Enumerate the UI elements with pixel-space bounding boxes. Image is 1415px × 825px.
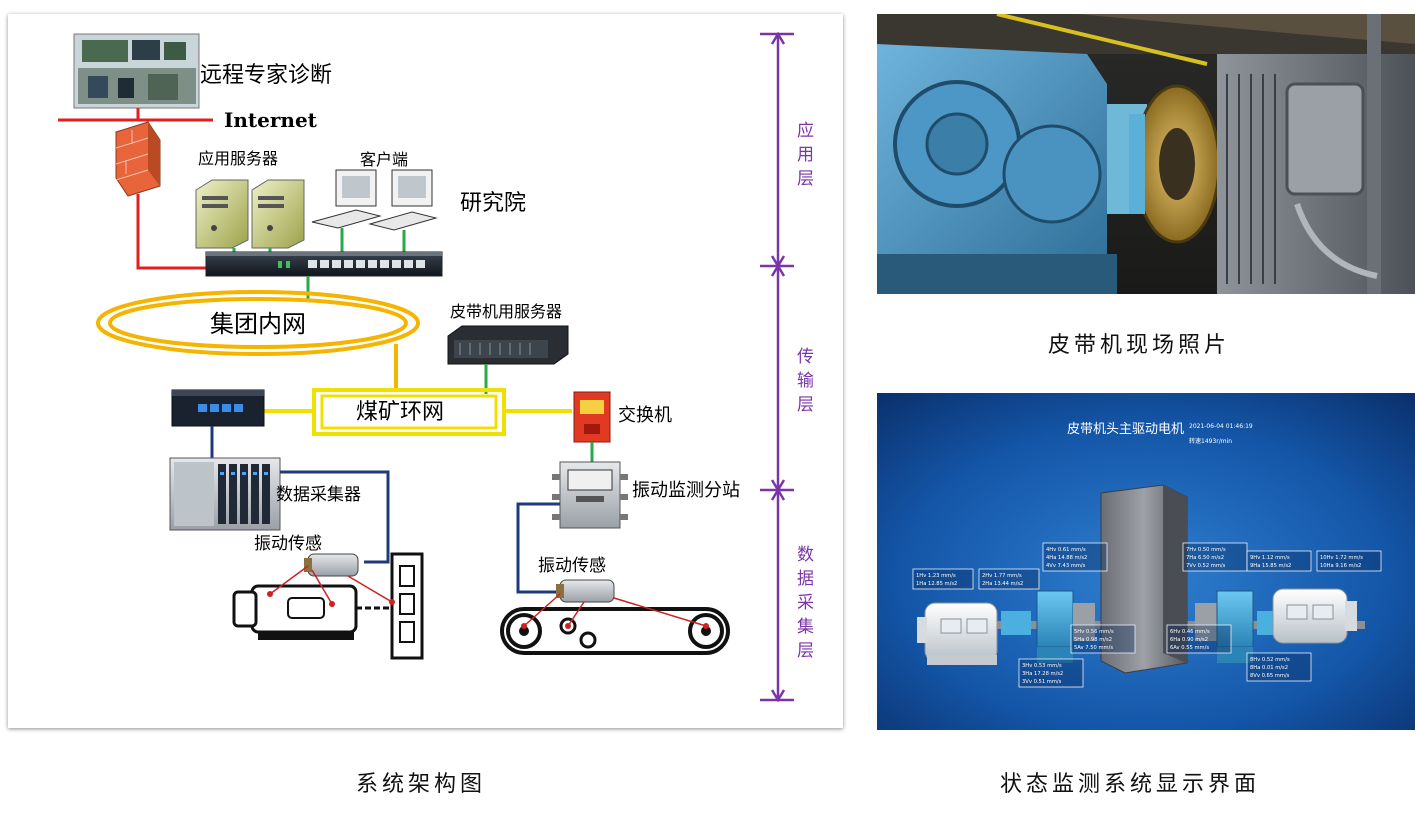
svg-text:8Ha 0.01 m/s2: 8Ha 0.01 m/s2 [1250,665,1288,671]
measure-box-3: 3Hv 0.53 mm/s 3Ha 17.28 m/s2 3Vv 0.51 mm… [1018,658,1084,688]
svg-text:6Av 0.55 mm/s: 6Av 0.55 mm/s [1170,645,1209,651]
svg-text:8Vv 0.65 mm/s: 8Vv 0.65 mm/s [1250,673,1290,679]
monitor-title: 皮带机头主驱动电机 [1067,422,1184,437]
remote-expert-label: 远程专家诊断 [200,63,332,88]
right-motor-model [1272,588,1357,644]
layer-application-2: 用 [797,145,814,165]
measure-box-8: 8Hv 0.52 mm/s 8Ha 0.01 m/s2 8Vv 0.65 mm/… [1246,652,1312,682]
svg-text:3Ha 17.28 m/s2: 3Ha 17.28 m/s2 [1022,671,1063,677]
svg-text:4Vv 7.43 mm/s: 4Vv 7.43 mm/s [1046,563,1086,569]
svg-text:8Hv 0.52 mm/s: 8Hv 0.52 mm/s [1250,657,1290,663]
right-gearbox-model [1195,590,1283,663]
belt-server-label: 皮带机用服务器 [450,302,562,321]
data-collector-icon [169,457,281,531]
vib-substation-icon [552,461,628,529]
svg-text:7Hv 0.50 mm/s: 7Hv 0.50 mm/s [1186,547,1226,553]
layer-acquisition-4: 集 [797,617,814,637]
vib-sensor-right-label: 振动传感 [538,556,606,576]
svg-text:5Ha 0.98 m/s2: 5Ha 0.98 m/s2 [1074,637,1112,643]
layer-acquisition-2: 据 [797,569,814,589]
internet-label: Internet [224,108,318,132]
layer-bar [760,31,794,703]
svg-text:6Hv 0.46 mm/s: 6Hv 0.46 mm/s [1170,629,1210,635]
field-switch-icon [171,389,265,427]
svg-text:7Vv 0.52 mm/s: 7Vv 0.52 mm/s [1186,563,1226,569]
layer-acquisition-5: 层 [797,641,814,661]
svg-text:10Hv 1.72 mm/s: 10Hv 1.72 mm/s [1320,555,1363,561]
vib-substation-label: 振动监测分站 [632,480,740,501]
caption-site-photo: 皮带机现场照片 [1048,333,1231,358]
svg-text:5Av 7.50 mm/s: 5Av 7.50 mm/s [1074,645,1113,651]
svg-text:2Hv 1.77 mm/s: 2Hv 1.77 mm/s [982,573,1022,579]
svg-text:5Hv 0.56 mm/s: 5Hv 0.56 mm/s [1074,629,1114,635]
motor-drive-icon [232,552,424,660]
group-intranet-ring [96,290,420,356]
vib-sensor-right-icon [556,579,615,603]
measure-box-4: 4Hv 0.61 mm/s 4Ha 14.88 m/s2 4Vv 7.43 mm… [1042,542,1108,572]
network-switch-icon [205,251,443,277]
app-server-icon [195,179,305,249]
institute-label: 研究院 [460,191,526,216]
left-motor-model [917,602,998,665]
app-server-label: 应用服务器 [198,149,278,168]
belt-server-icon [447,325,569,365]
svg-text:3Vv 0.51 mm/s: 3Vv 0.51 mm/s [1022,679,1062,685]
caption-monitor-ui: 状态监测系统显示界面 [1000,772,1261,797]
client-label: 客户端 [360,150,408,169]
layer-application-3: 层 [797,169,814,189]
belt-conveyor-icon [500,607,730,655]
drive-drum-model [1100,484,1188,674]
svg-text:1Ha 12.85 m/s2: 1Ha 12.85 m/s2 [916,581,957,587]
switch-label: 交换机 [618,405,672,426]
monitor-speed: 转速1493r/min [1189,437,1232,445]
layer-transmission-1: 传 [797,347,814,367]
measure-box-10: 10Hv 1.72 mm/s 10Ha 9.16 m/s2 [1316,550,1382,572]
layer-transmission-2: 输 [797,371,814,391]
measure-box-2: 2Hv 1.77 mm/s 2Ha 13.44 m/s2 [978,568,1040,590]
firewall-icon [115,121,161,197]
layer-application-1: 应 [797,121,814,141]
svg-text:4Hv 0.61 mm/s: 4Hv 0.61 mm/s [1046,547,1086,553]
vib-sensor-left-icon [304,553,359,577]
monitor-datetime: 2021-06-04 01:46:19 [1189,423,1253,430]
measure-box-7: 7Hv 0.50 mm/s 7Ha 6.50 m/s2 7Vv 0.52 mm/… [1182,542,1248,572]
svg-text:1Hv 1.23 mm/s: 1Hv 1.23 mm/s [916,573,956,579]
svg-text:7Ha 6.50 m/s2: 7Ha 6.50 m/s2 [1186,555,1224,561]
layer-acquisition-3: 采 [797,593,814,613]
monitor-display: 皮带机头主驱动电机 2021-06-04 01:46:19 转速1493r/mi… [877,393,1415,730]
mine-ring-label: 煤矿环网 [356,400,444,425]
group-intranet-label: 集团内网 [210,310,306,338]
svg-text:2Ha 13.44 m/s2: 2Ha 13.44 m/s2 [982,581,1023,587]
layer-acquisition-1: 数 [797,545,814,565]
remote-expert-image [73,33,200,109]
client-pc-icon [311,169,438,231]
measure-box-5: 5Hv 0.56 mm/s 5Ha 0.98 m/s2 5Av 7.50 mm/… [1070,624,1136,654]
belt-site-photo [877,12,1415,294]
svg-text:10Ha 9.16 m/s2: 10Ha 9.16 m/s2 [1320,563,1361,569]
architecture-diagram: 远程专家诊断 Internet 应用服务器 [8,14,843,728]
measure-box-6: 6Hv 0.46 mm/s 6Ha 0.90 m/s2 6Av 0.55 mm/… [1166,624,1232,654]
measure-box-9: 9Hv 1.12 mm/s 9Ha 15.85 m/s2 [1246,550,1312,572]
vib-sensor-left-label: 振动传感 [254,534,322,554]
layer-transmission-3: 层 [797,395,814,415]
caption-architecture: 系统架构图 [356,772,487,797]
svg-text:3Hv 0.53 mm/s: 3Hv 0.53 mm/s [1022,663,1062,669]
svg-text:4Ha 14.88 m/s2: 4Ha 14.88 m/s2 [1046,555,1087,561]
svg-text:9Ha 15.85 m/s2: 9Ha 15.85 m/s2 [1250,563,1291,569]
svg-text:9Hv 1.12 mm/s: 9Hv 1.12 mm/s [1250,555,1290,561]
svg-text:6Ha 0.90 m/s2: 6Ha 0.90 m/s2 [1170,637,1208,643]
exproof-switch-icon [573,391,611,443]
measure-box-1: 1Hv 1.23 mm/s 1Ha 12.85 m/s2 [912,568,974,590]
data-collector-label: 数据采集器 [276,485,361,505]
